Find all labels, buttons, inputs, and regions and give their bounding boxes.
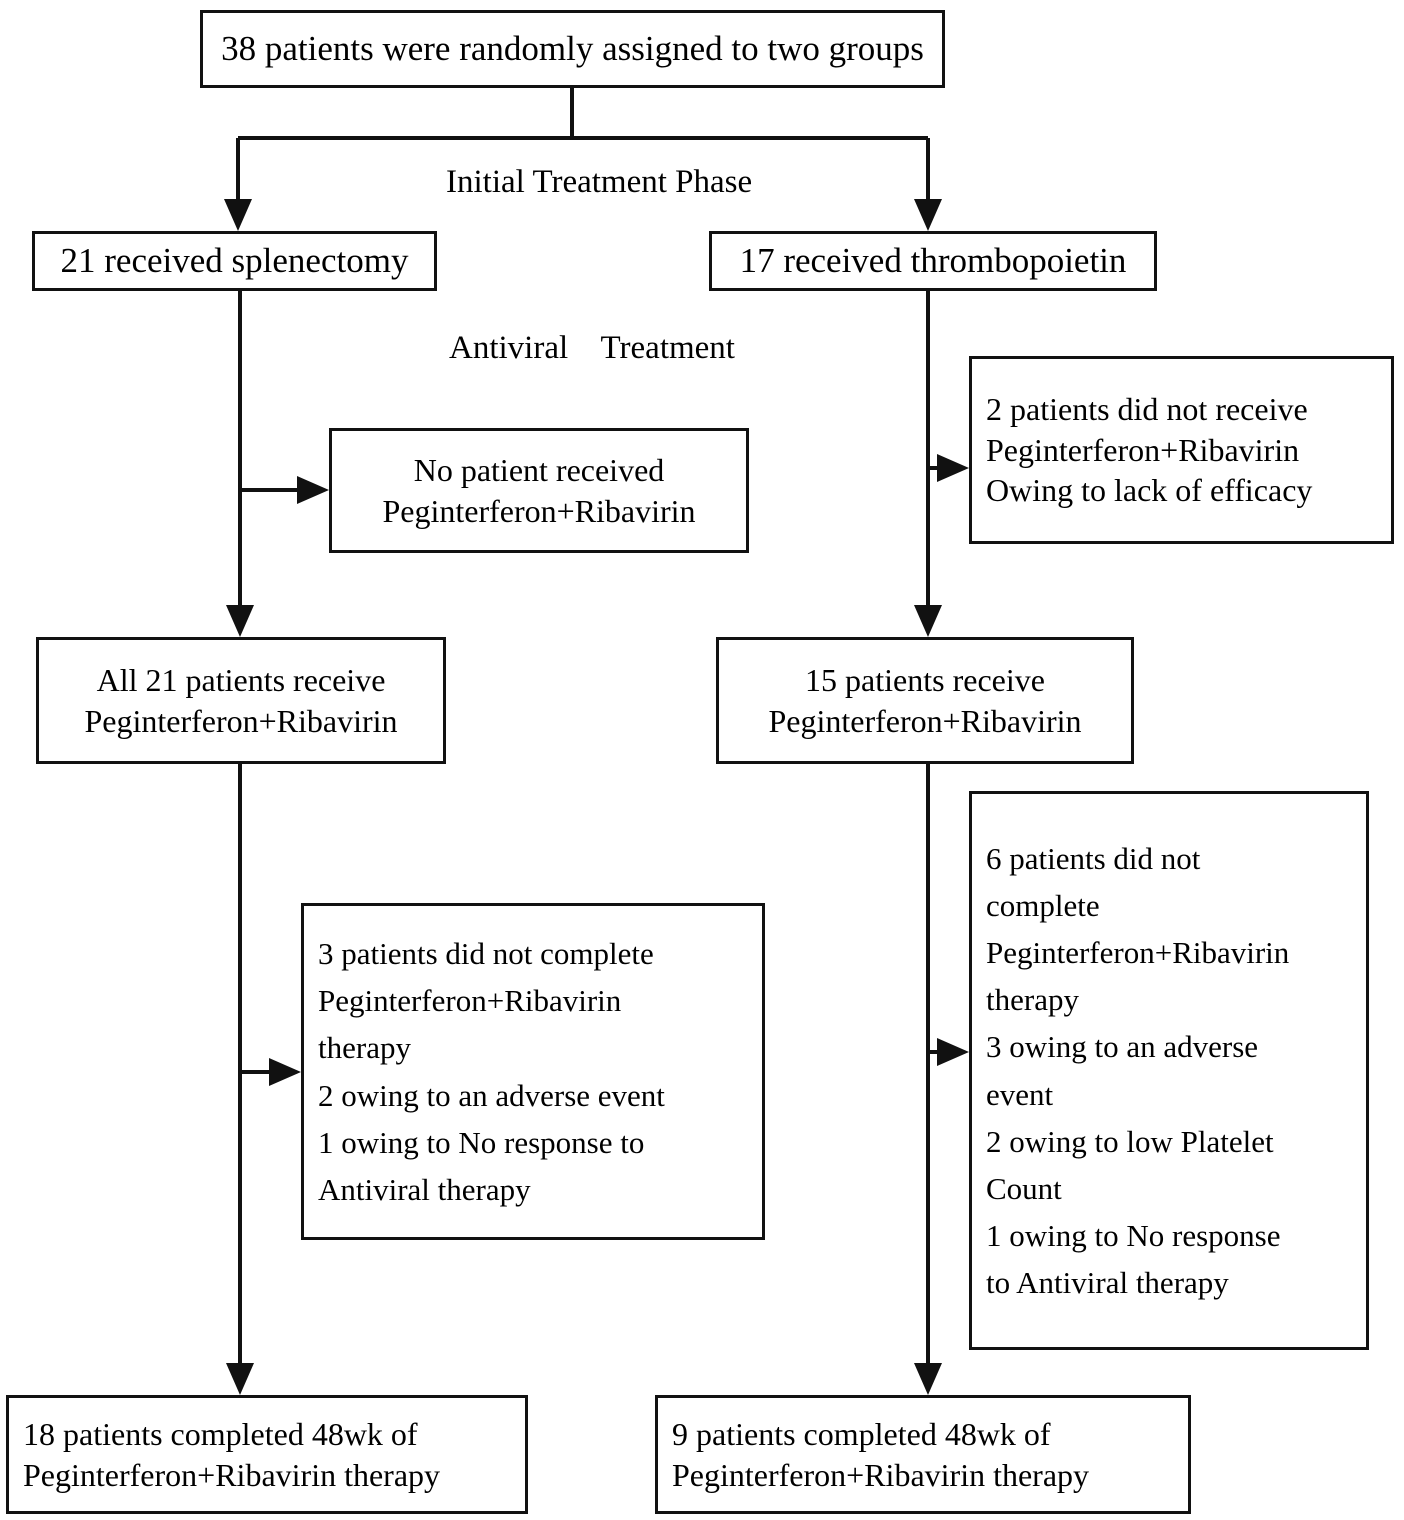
arrowhead-left-treated [226, 605, 254, 637]
node-right-exclusion: 2 patients did not receive Peginterferon… [969, 356, 1394, 544]
node-left-dropout-line-5: Antiviral therapy [318, 1171, 531, 1207]
node-right-dropout-line-6: 2 owing to low Platelet [986, 1123, 1274, 1159]
node-left-completed-line-1: Peginterferon+Ribavirin therapy [23, 1456, 441, 1493]
node-left-completed-line-0: 18 patients completed 48wk of [23, 1415, 418, 1452]
node-right-dropout-line-1: complete [986, 888, 1100, 924]
node-right-dropout-line-5: event [986, 1076, 1054, 1112]
label-initial-treatment-phase: Initial Treatment Phase [446, 164, 753, 200]
arrowhead-left-completed [226, 1363, 254, 1395]
node-right-treated-line-1: Peginterferon+Ribavirin [768, 702, 1082, 739]
node-right-completed-line-0: 9 patients completed 48wk of [672, 1415, 1051, 1452]
node-left-exclusion: No patient received Peginterferon+Ribavi… [329, 428, 749, 553]
node-right-dropout-line-2: Peginterferon+Ribavirin [986, 935, 1290, 971]
node-left-dropout: 3 patients did not complete Peginterfero… [301, 903, 765, 1240]
node-right-treated-line-0: 15 patients receive [805, 661, 1045, 698]
node-enrollment: 38 patients were randomly assigned to tw… [200, 10, 945, 88]
node-left-arm-line-0: 21 received splenectomy [60, 240, 409, 280]
node-right-dropout-line-4: 3 owing to an adverse [986, 1029, 1259, 1065]
arrowhead-left-arm [224, 199, 252, 231]
node-left-dropout-line-4: 1 owing to No response to [318, 1124, 645, 1160]
node-right-completed-line-1: Peginterferon+Ribavirin therapy [672, 1456, 1090, 1493]
node-left-exclusion-line-0: No patient received [413, 451, 665, 488]
node-right-dropout-line-9: to Antiviral therapy [986, 1264, 1229, 1300]
node-enrollment-line-0: 38 patients were randomly assigned to tw… [221, 28, 924, 68]
node-right-exclusion-line-2: Owing to lack of efficacy [986, 472, 1313, 509]
node-left-dropout-line-0: 3 patients did not complete [318, 936, 654, 972]
node-left-exclusion-line-1: Peginterferon+Ribavirin [382, 492, 696, 529]
node-right-dropout: 6 patients did not complete Peginterfero… [969, 791, 1369, 1350]
arrowhead-right-dropout [937, 1038, 969, 1066]
node-left-treated-line-0: All 21 patients receive [96, 661, 386, 698]
arrowhead-right-treated [914, 605, 942, 637]
node-left-arm: 21 received splenectomy [32, 231, 437, 291]
node-right-treated: 15 patients receive Peginterferon+Ribavi… [716, 637, 1134, 764]
node-right-arm-line-0: 17 received thrombopoietin [739, 240, 1127, 280]
arrowhead-right-arm [914, 199, 942, 231]
arrowhead-left-exclusion [297, 476, 329, 504]
node-right-arm: 17 received thrombopoietin [709, 231, 1157, 291]
node-right-dropout-line-3: therapy [986, 982, 1079, 1018]
node-right-dropout-line-7: Count [986, 1170, 1062, 1206]
node-left-dropout-line-2: therapy [318, 1030, 411, 1066]
node-left-treated: All 21 patients receive Peginterferon+Ri… [36, 637, 446, 764]
node-left-treated-line-1: Peginterferon+Ribavirin [84, 702, 398, 739]
arrowhead-left-dropout [269, 1058, 301, 1086]
arrowhead-right-completed [914, 1363, 942, 1395]
arrowhead-right-exclusion [937, 454, 969, 482]
node-right-exclusion-line-1: Peginterferon+Ribavirin [986, 431, 1300, 468]
node-right-dropout-line-8: 1 owing to No response [986, 1217, 1281, 1253]
node-right-dropout-line-0: 6 patients did not [986, 840, 1201, 876]
node-right-completed: 9 patients completed 48wk of Peginterfer… [655, 1395, 1191, 1514]
node-right-exclusion-line-0: 2 patients did not receive [986, 390, 1308, 427]
node-left-dropout-line-3: 2 owing to an adverse event [318, 1077, 665, 1113]
label-antiviral-treatment: Antiviral Treatment [449, 330, 735, 366]
node-left-dropout-line-1: Peginterferon+Ribavirin [318, 983, 622, 1019]
node-left-completed: 18 patients completed 48wk of Peginterfe… [6, 1395, 528, 1514]
